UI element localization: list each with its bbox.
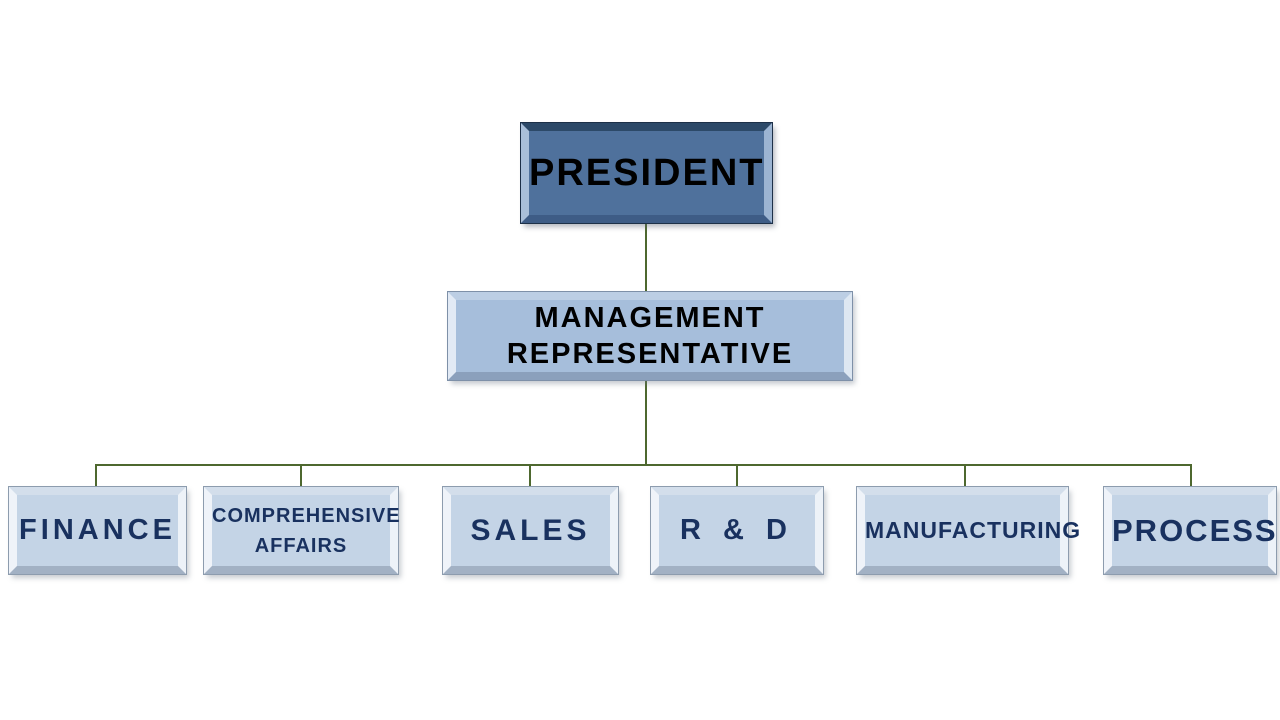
node-r-and-d: R & D bbox=[651, 487, 823, 574]
connector-drop-manufacturing bbox=[964, 464, 966, 487]
connector-drop-finance bbox=[95, 464, 97, 487]
connector-drop-process bbox=[1190, 464, 1192, 487]
connector-drop-r-and-d bbox=[736, 464, 738, 487]
connector-drop-sales bbox=[529, 464, 531, 487]
node-r-and-d-label: R & D bbox=[680, 514, 794, 546]
node-sales-label: SALES bbox=[470, 513, 591, 547]
connector-drop-comprehensive-affairs bbox=[300, 464, 302, 487]
node-process: PROCESS bbox=[1104, 487, 1276, 574]
connector-president-to-management bbox=[645, 223, 647, 292]
node-finance-label: FINANCE bbox=[19, 514, 176, 546]
connector-management-to-bus bbox=[645, 380, 647, 466]
node-management-representative-label: MANAGEMENT REPRESENTATIVE bbox=[506, 301, 794, 370]
node-sales: SALES bbox=[443, 487, 618, 574]
node-management-representative: MANAGEMENT REPRESENTATIVE bbox=[448, 292, 852, 380]
node-comprehensive-affairs-label: COMPREHENSIVE AFFAIRS bbox=[212, 504, 401, 557]
node-process-label: PROCESS bbox=[1112, 512, 1278, 548]
node-comprehensive-affairs: COMPREHENSIVE AFFAIRS bbox=[204, 487, 401, 574]
connector-bus-horizontal bbox=[95, 464, 1192, 466]
node-finance: FINANCE bbox=[9, 487, 186, 574]
node-president-label: PRESIDENT bbox=[529, 151, 765, 194]
node-manufacturing-label: MANUFACTURING bbox=[865, 517, 1082, 543]
node-manufacturing: MANUFACTURING bbox=[857, 487, 1082, 574]
node-president: PRESIDENT bbox=[521, 123, 772, 223]
